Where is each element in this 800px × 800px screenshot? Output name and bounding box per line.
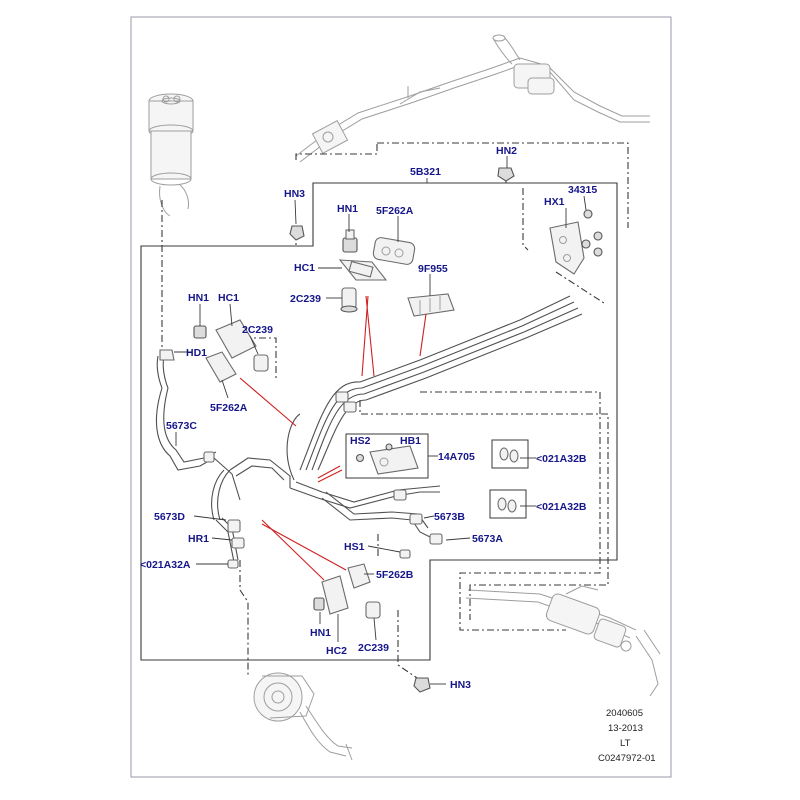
label-5673d: 5673D bbox=[154, 511, 185, 523]
reference-line-3: LT bbox=[620, 738, 631, 749]
dash-bottom-pump bbox=[239, 560, 249, 676]
part-labels: HN2 5B321 HN3 HN1 5F262A 34315 HX1 HC1 9… bbox=[140, 145, 597, 691]
label-021a32b-2: <021A32B bbox=[536, 501, 587, 513]
label-2c239-bot: 2C239 bbox=[358, 642, 389, 654]
dash-right-2 bbox=[359, 400, 609, 620]
label-hd1: HD1 bbox=[186, 347, 207, 359]
label-hc1-mid: HC1 bbox=[294, 262, 315, 274]
hn3-top-nut bbox=[289, 225, 305, 241]
hn1-top-nut bbox=[342, 229, 358, 253]
label-hc2: HC2 bbox=[326, 645, 347, 657]
label-5673b: 5673B bbox=[434, 511, 465, 523]
hc1-bracket bbox=[338, 259, 388, 281]
label-hn1-bot: HN1 bbox=[310, 627, 331, 639]
bracket-14a705 bbox=[345, 433, 429, 479]
reference-line-4: C0247972-01 bbox=[598, 753, 656, 764]
dash-hx1-right bbox=[555, 271, 605, 304]
label-hs1: HS1 bbox=[344, 541, 365, 553]
label-hs2: HS2 bbox=[350, 435, 371, 447]
label-14a705: 14A705 bbox=[438, 451, 475, 463]
label-5673c: 5673C bbox=[166, 420, 197, 432]
reference-block: 2040605 13-2013 LT C0247972-01 bbox=[598, 708, 656, 764]
hn2-nut bbox=[497, 167, 515, 182]
bottom-fixings bbox=[313, 563, 431, 693]
label-leaders bbox=[174, 156, 587, 685]
label-hc1-left: HC1 bbox=[218, 292, 239, 304]
label-hn3-bot: HN3 bbox=[450, 679, 471, 691]
dash-bottom-hn3 bbox=[397, 610, 421, 681]
label-5f262a-top: 5F262A bbox=[376, 205, 414, 217]
dash-rack-left bbox=[295, 143, 378, 160]
label-5b321: 5B321 bbox=[410, 166, 441, 178]
label-021a32b-1: <021A32B bbox=[536, 453, 587, 465]
bushing-2c239-mid bbox=[340, 287, 358, 313]
assembly-boundary bbox=[140, 182, 618, 661]
reservoir-ghost bbox=[148, 93, 194, 217]
left-fixings bbox=[159, 319, 269, 383]
label-5f262b: 5F262B bbox=[376, 569, 414, 581]
label-hn2: HN2 bbox=[496, 145, 517, 157]
reference-line-1: 2040605 bbox=[606, 708, 643, 719]
reference-line-2: 13-2013 bbox=[608, 723, 643, 734]
dash-right-1 bbox=[420, 391, 601, 631]
seals-021a32b bbox=[489, 439, 529, 519]
dash-rack-right bbox=[377, 142, 629, 228]
label-hr1: HR1 bbox=[188, 533, 209, 545]
drawing-frame bbox=[130, 16, 672, 778]
hose-fittings bbox=[203, 391, 443, 569]
hx1-bracket bbox=[549, 209, 603, 275]
label-34315: 34315 bbox=[568, 184, 597, 196]
label-hx1: HX1 bbox=[544, 196, 565, 208]
cooler-ghost bbox=[465, 585, 661, 697]
steering-rack-ghost bbox=[295, 34, 650, 163]
label-2c239-left: 2C239 bbox=[242, 324, 273, 336]
label-hn1-top: HN1 bbox=[337, 203, 358, 215]
pump-ghost bbox=[253, 672, 353, 761]
clip-5f262a-top bbox=[372, 237, 416, 265]
red-leaders bbox=[239, 295, 427, 581]
label-5673a: 5673A bbox=[472, 533, 503, 545]
label-9f955: 9F955 bbox=[418, 263, 448, 275]
label-hn1-left: HN1 bbox=[188, 292, 209, 304]
dash-hx1 bbox=[522, 188, 529, 251]
label-021a32a: <021A32A bbox=[140, 559, 191, 571]
label-2c239-mid: 2C239 bbox=[290, 293, 321, 305]
label-hb1: HB1 bbox=[400, 435, 421, 447]
label-5f262a-left: 5F262A bbox=[210, 402, 248, 414]
label-hn3-top: HN3 bbox=[284, 188, 305, 200]
clip-9f955 bbox=[407, 293, 455, 317]
